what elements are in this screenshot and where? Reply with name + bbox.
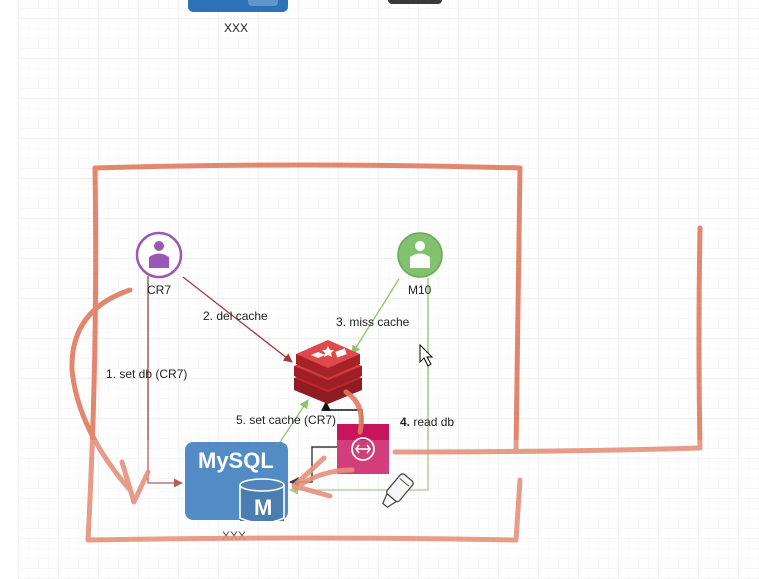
highlighter-pen-icon bbox=[382, 473, 414, 509]
user-label-m10: M10 bbox=[408, 283, 432, 297]
user-node-m10[interactable]: M10 bbox=[397, 232, 443, 297]
mysql-badge-letter: M bbox=[254, 495, 272, 520]
mouse-pointer-icon bbox=[419, 343, 434, 367]
user-node-cr7[interactable]: CR7 bbox=[135, 231, 183, 297]
edge-set-db[interactable] bbox=[147, 276, 183, 488]
annotation-box-right bbox=[513, 165, 523, 453]
mysql-badge: M bbox=[239, 478, 285, 524]
annotation-box-bottom bbox=[85, 477, 523, 543]
user-icon-body bbox=[149, 253, 169, 268]
annotation-right-hook bbox=[392, 225, 703, 455]
user-icon-head bbox=[415, 241, 425, 251]
annotation-queue-loop bbox=[343, 389, 364, 435]
mysql-logo-text: MySQL bbox=[198, 448, 274, 473]
edge-label-read-db: 4. read db bbox=[400, 415, 454, 429]
top-database-body bbox=[188, 0, 288, 12]
annotation-left-arrowhead bbox=[119, 459, 151, 505]
annotation-db-arrowhead bbox=[291, 455, 333, 499]
user-label-cr7: CR7 bbox=[147, 283, 171, 297]
message-queue-node[interactable] bbox=[337, 424, 389, 474]
edge-label-miss-cache: 3. miss cache bbox=[336, 315, 410, 329]
annotation-strokes bbox=[69, 162, 703, 543]
left-margin bbox=[0, 0, 18, 579]
top-database-node[interactable]: XXX bbox=[188, 0, 288, 35]
annotation-box-top bbox=[92, 162, 523, 171]
user-icon-head bbox=[154, 241, 164, 251]
toolbar-tab[interactable] bbox=[388, 0, 442, 4]
redis-cache-icon bbox=[294, 340, 362, 404]
edge-read-db[interactable] bbox=[289, 278, 429, 495]
edge-label-del-cache: 2. del cache bbox=[203, 309, 268, 323]
edge-label-set-cache: 5. set cache (CR7) bbox=[236, 413, 336, 427]
bottom-overlay bbox=[0, 440, 759, 579]
edge-miss-cache[interactable] bbox=[351, 278, 400, 355]
annotation-left-arc bbox=[69, 287, 133, 493]
user-icon-body bbox=[410, 253, 430, 268]
edge-label-set-db: 1. set db (CR7) bbox=[106, 367, 187, 381]
queue-icon-arrows bbox=[355, 444, 371, 454]
queue-icon-ring bbox=[351, 437, 375, 461]
top-database-badge bbox=[248, 0, 278, 6]
top-database-label: XXX bbox=[224, 21, 248, 35]
edge-label-read-db-number: 4. bbox=[400, 415, 410, 429]
edge-label-read-db-text: read db bbox=[413, 415, 454, 429]
edge-del-cache[interactable] bbox=[182, 276, 293, 363]
redis-cache-node[interactable] bbox=[294, 340, 362, 404]
annotation-box-left bbox=[85, 165, 99, 543]
